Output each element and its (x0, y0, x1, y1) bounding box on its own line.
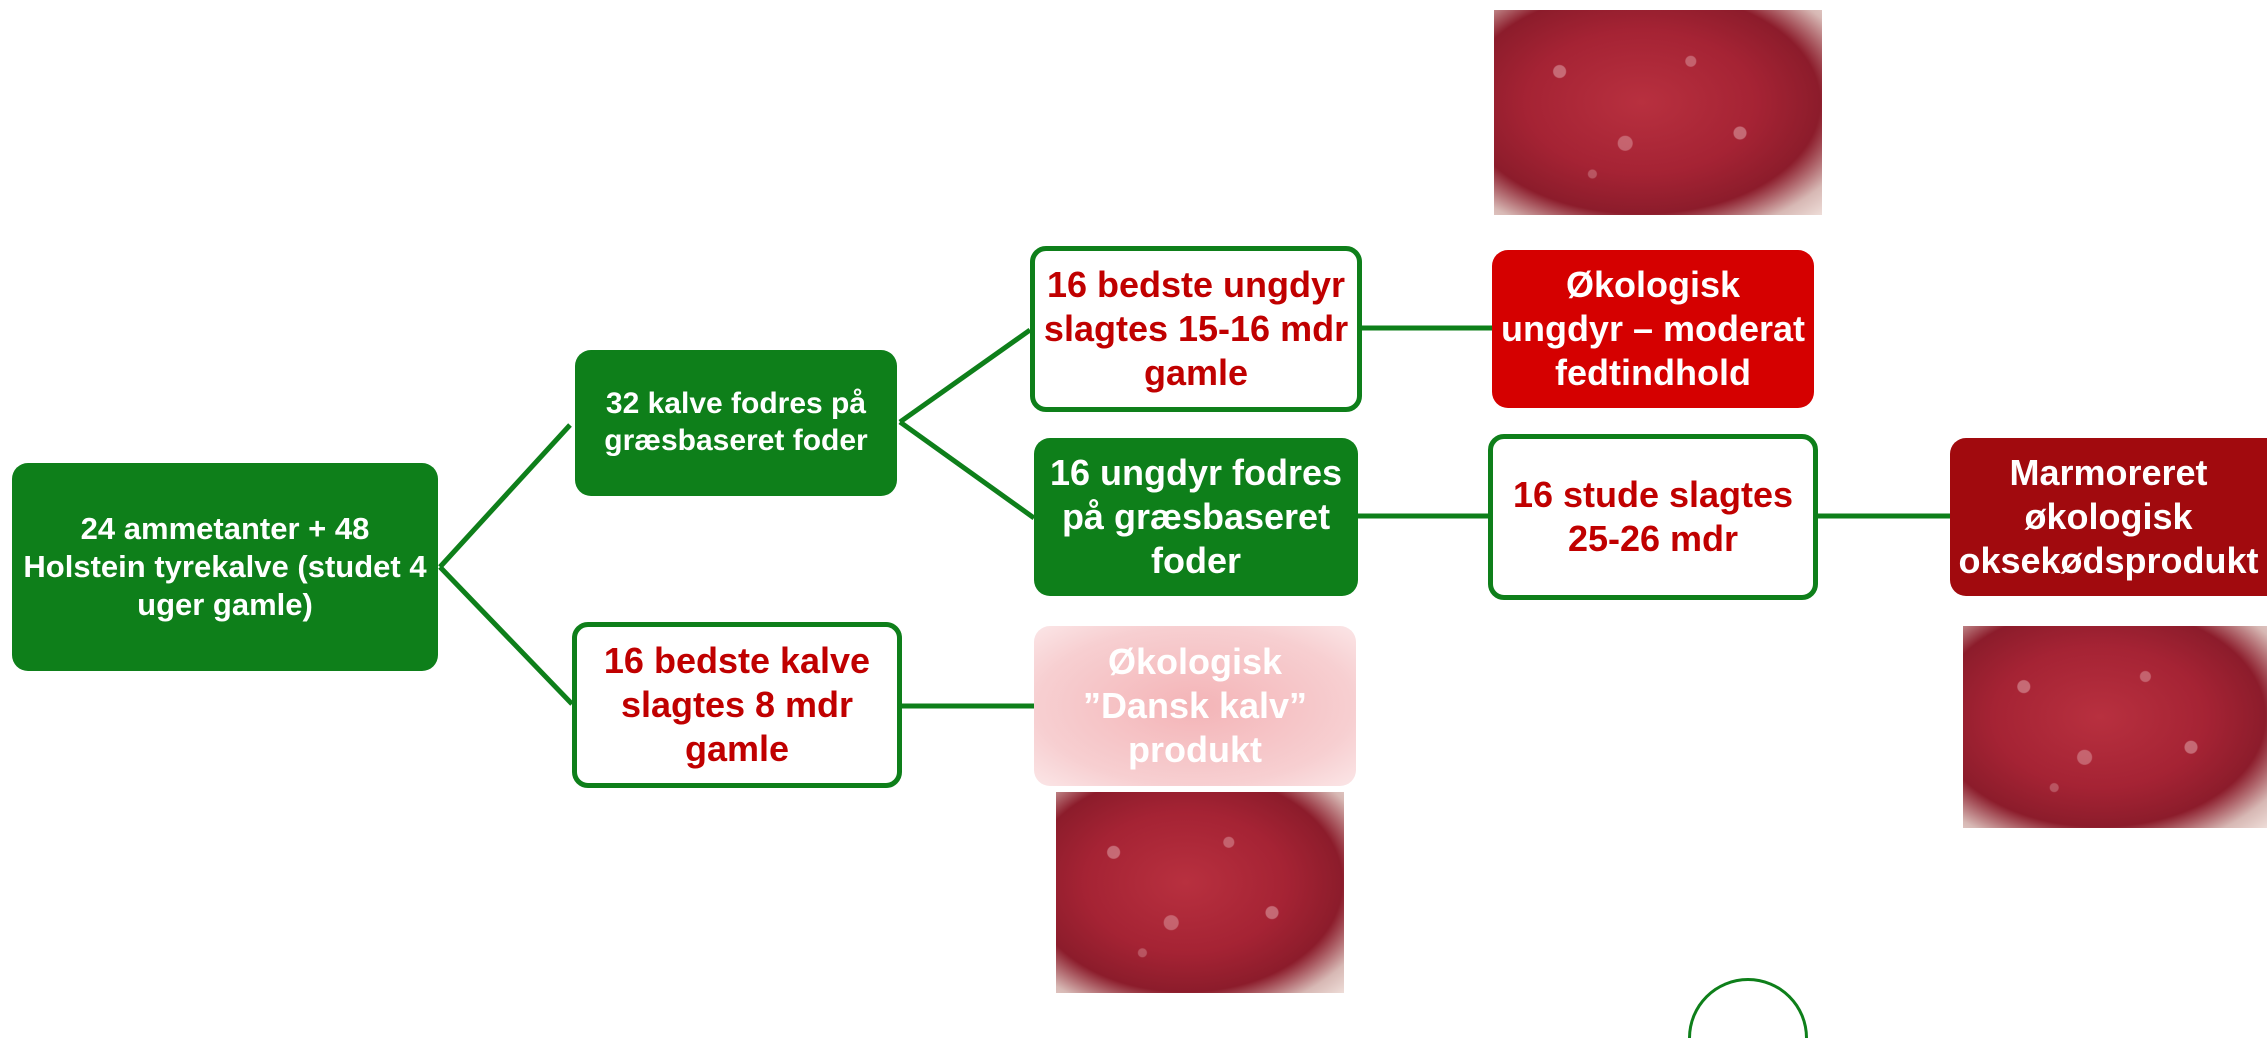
connector-grass-calves-to-young-grass (900, 422, 1034, 518)
node-best-young: 16 bedste ungdyr slagtes 15-16 mdr gamle (1030, 246, 1362, 412)
connector-start-to-best-calves (440, 567, 572, 704)
meat-photo-calf (1056, 792, 1344, 993)
node-marbled: Marmoreret økologisk oksekødsprodukt (1950, 438, 2267, 596)
meat-photo-marbled (1963, 626, 2267, 828)
connector-grass-calves-to-best-young (900, 330, 1030, 422)
node-dansk-kalv: Økologisk ”Dansk kalv” produkt (1034, 626, 1356, 786)
meat-photo-young (1494, 10, 1822, 215)
node-steers: 16 stude slagtes 25-26 mdr (1488, 434, 1818, 600)
node-start: 24 ammetanter + 48 Holstein tyrekalve (s… (12, 463, 438, 671)
node-best-calves: 16 bedste kalve slagtes 8 mdr gamle (572, 622, 902, 788)
node-grass-calves: 32 kalve fodres på græsbaseret foder (575, 350, 897, 496)
node-eco-young: Økologisk ungdyr – moderat fedtindhold (1492, 250, 1814, 408)
node-young-grass: 16 ungdyr fodres på græsbaseret foder (1034, 438, 1358, 596)
connector-start-to-grass-calves (440, 425, 570, 567)
